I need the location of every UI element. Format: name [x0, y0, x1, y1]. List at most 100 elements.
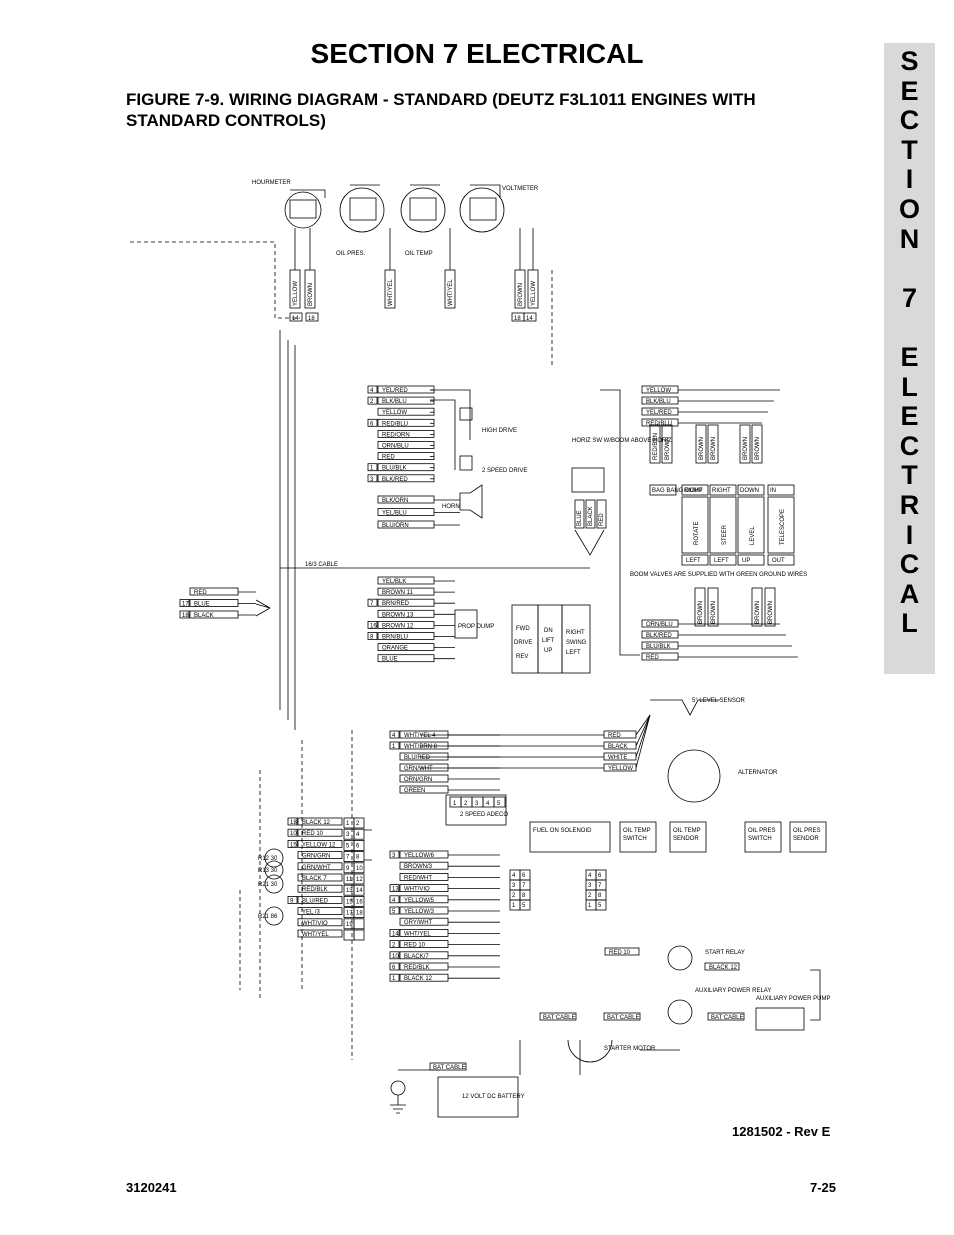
rgb-wire-label-box [189, 587, 239, 596]
lower-wire-label: BRN/BLU [382, 635, 408, 641]
lower-wire-num-box [367, 598, 378, 607]
valve-note: BOOM VALVES ARE SUPPLIED WITH GREEN GROU… [630, 572, 807, 578]
mid-wire-label: BLK/ORN [382, 498, 408, 504]
terminal-number: 15 [346, 899, 353, 905]
plug-pin: 7 [598, 883, 602, 889]
upper-wire-label: BLK/BLU [382, 399, 407, 405]
valve-bottom-label: OUT [772, 558, 785, 564]
upper-wire-num-box [367, 463, 378, 472]
valve-bottom-label: UP [742, 558, 750, 564]
plug-pin: 8 [598, 893, 602, 899]
page-number: 7-25 [810, 1180, 837, 1195]
plug-pin: 2 [512, 893, 516, 899]
terminal-left-label: WHT/VIO [302, 921, 328, 927]
lower-wire-label-box [377, 643, 435, 652]
prop-dump-label: PROP DUMP [458, 624, 494, 630]
relay-label: R12 30 [258, 856, 278, 862]
gauge-wire-box [444, 269, 456, 309]
gauge-wire-box [289, 269, 301, 309]
gauge-wire-label: BROWN [518, 283, 524, 306]
relay-label: R13 30 [258, 868, 278, 874]
terminal-left-label-box [297, 884, 343, 893]
ground-wire-label-box [399, 730, 449, 739]
rgb-wire-label: BLACK [194, 613, 214, 619]
terminal-right-label: BLACK/7 [404, 954, 429, 960]
terminal-right-num: 1 [392, 976, 396, 982]
alternator-label: ALTERNATOR [738, 770, 778, 776]
terminal-right-label-box [399, 906, 449, 915]
starter-motor-icon [567, 1039, 613, 1063]
upper-wire-label-box [377, 441, 435, 449]
terminal-number: 2 [356, 821, 360, 827]
relay-circle [264, 906, 284, 926]
valve-body [709, 496, 737, 554]
valve-top-wire: RED/BRN [653, 433, 659, 460]
terminal-number: 4 [356, 832, 360, 838]
oil-pres-gauge [339, 187, 385, 233]
terminal-left-label: WHT/YEL [302, 932, 329, 938]
terminal-right-label: YELLOW/5 [404, 898, 435, 904]
side-tab-letter: 7 [901, 282, 918, 313]
side-tab-letter: E [900, 341, 919, 372]
side-tab-letter: C [899, 549, 920, 580]
adeco-pin: 4 [486, 801, 490, 807]
valve-bottom-box [709, 554, 737, 566]
bottom-right-wire-label: BLU/BLK [646, 644, 671, 650]
side-tab-letter [884, 254, 935, 284]
high-drive-coil [459, 407, 473, 421]
side-tab-letter: A [899, 578, 920, 609]
battery-icon [437, 1076, 519, 1118]
mid-wire-label: BLU/ORN [382, 523, 409, 529]
terminal-left-num: 9 [290, 898, 294, 904]
lower-wire-label: BRN/RED [382, 601, 410, 607]
valve-bottom-wire: BROWN [768, 601, 774, 624]
lower-wire-num-box [367, 620, 378, 629]
lower-wire-label-box [377, 620, 435, 629]
terminal-left-num-box [287, 828, 298, 837]
voltmeter-gauge [459, 187, 505, 233]
valve-body [737, 496, 765, 554]
terminal-right-label: YELLOW/3 [404, 909, 435, 915]
level-wire-label: BLACK [608, 744, 628, 750]
ground-wire-label: WHT/YEL 4 [404, 733, 436, 739]
lower-wire-label: ORANGE [382, 646, 408, 652]
horiz-wire-label: BLACK [588, 506, 594, 526]
component-label: OIL PRES [793, 828, 820, 834]
valve-top-wire: BROWN [755, 437, 761, 460]
terminal-right-num: 10 [392, 954, 399, 960]
rgb-wire-num-box [179, 599, 190, 607]
valve-bottom-box [681, 554, 709, 566]
component-label: SENDOR [793, 836, 819, 842]
terminal-left-label: GRN/GRN [302, 854, 330, 860]
valve-top-wire-box [739, 424, 751, 464]
bottom-right-wire-label: ORN/BLU [646, 622, 673, 628]
oil-temp-label: OIL TEMP [405, 251, 433, 257]
valve-top-label: RIGHT [684, 488, 703, 494]
level-wire-label: YELLOW [608, 766, 633, 772]
gauge-terminal-box [289, 312, 303, 322]
level-sensor-label: 5° LEVEL SENSOR [692, 698, 746, 704]
aux-pump-icon [755, 1007, 805, 1031]
terminal-right-label-box [399, 973, 449, 982]
bottom-right-wire-label: BLK/RED [646, 633, 672, 639]
terminal-right-num-box [389, 906, 400, 915]
terminal-left-label: BLACK 12 [302, 820, 331, 826]
terminal-left-num: 10 [290, 831, 297, 837]
relay-label: R21 86 [258, 914, 278, 920]
ground-wire-label: GREEN [404, 788, 425, 794]
component-label: FUEL ON SOLENOID [533, 828, 592, 834]
terminal-right-num: 2 [392, 943, 396, 949]
start-wire-box [704, 962, 740, 971]
terminal-left-label-box [297, 817, 343, 826]
bat-cable-box [539, 1012, 577, 1021]
side-tab-letter: L [901, 371, 918, 402]
upper-wire-label-box [377, 474, 435, 483]
side-tab-letter: E [900, 75, 919, 106]
valve-bottom-wire: BROWN [711, 601, 717, 624]
